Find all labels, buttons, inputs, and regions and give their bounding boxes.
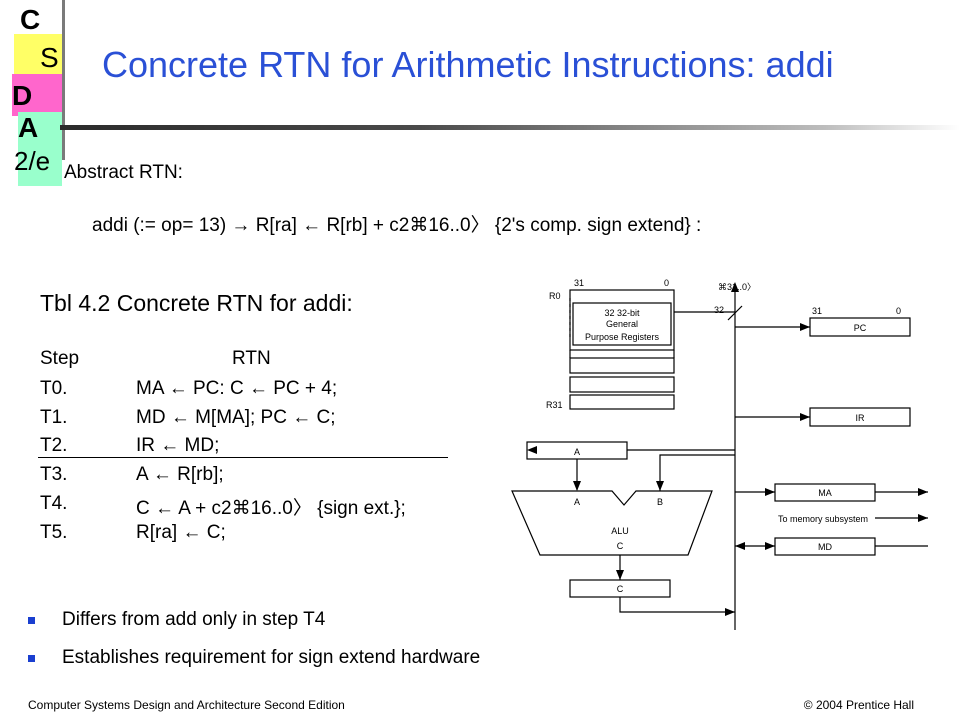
abstract-rtn-label: Abstract RTN:	[64, 162, 183, 183]
label-r31: R31	[546, 400, 563, 410]
footer-right: © 2004 Prentice Hall	[803, 698, 914, 712]
header-vertical-rule	[62, 0, 65, 160]
bullet-marker	[28, 655, 35, 662]
table-header-rtn: RTN	[232, 348, 271, 369]
footer-left: Computer Systems Design and Architecture…	[28, 698, 345, 712]
label-gpr-1: 32 32-bit	[604, 308, 640, 318]
label-bit31-pc: 31	[812, 306, 822, 316]
label-c-register: C	[617, 584, 624, 594]
table-row-step: T1.	[40, 407, 68, 428]
alu-shape	[511, 490, 713, 556]
label-r0: R0	[549, 291, 561, 301]
logo-letter-d: D	[12, 80, 33, 111]
register-slot	[569, 357, 675, 374]
table-row-rtn: C ← A + c2⌘16..0〉 {sign ext.};	[136, 498, 406, 519]
logo-square-green	[18, 112, 62, 186]
label-alu-b: B	[657, 497, 663, 507]
bullet-text: Establishes requirement for sign extend …	[62, 647, 481, 668]
logo-square-yellow	[14, 34, 64, 76]
register-file	[569, 289, 675, 351]
label-bit0-pc: 0	[896, 306, 901, 316]
label-gpr-2: General	[606, 319, 638, 329]
table-row-step: T4.	[40, 493, 68, 514]
abstract-rtn-expression: addi (:= op= 13) → R[ra] ← R[rb] + c2⌘16…	[92, 215, 702, 236]
table-row-rtn: MA ← PC: C ← PC + 4;	[136, 378, 338, 399]
logo-letter-c: C	[20, 4, 41, 35]
label-bus-width: 32	[714, 305, 724, 315]
header-horizontal-rule	[60, 125, 960, 130]
table-row-rtn: MD ← M[MA]; PC ← C;	[136, 407, 336, 428]
logo-letter-s: S	[40, 42, 59, 73]
table-row-step: T5.	[40, 522, 68, 543]
label-a-register: A	[574, 447, 580, 457]
table-heading: Tbl 4.2 Concrete RTN for addi:	[40, 290, 353, 316]
label-bit0-regfile: 0	[664, 278, 669, 288]
logo-square-pink	[12, 74, 64, 116]
table-row-step: T3.	[40, 464, 68, 485]
table-row-rtn: IR ← MD;	[136, 435, 220, 456]
label-alu-c: C	[617, 541, 624, 551]
logo-letter-a: A	[18, 112, 39, 143]
label-bus: ⌘31..0〉	[718, 282, 756, 292]
table-row-step: T0.	[40, 378, 68, 399]
label-memory: To memory subsystem	[778, 514, 868, 524]
label-md: MD	[818, 542, 832, 552]
label-ir: IR	[856, 413, 866, 423]
register-slot	[569, 394, 675, 410]
logo-edition: 2/e	[14, 146, 51, 176]
gpr-label-box	[572, 302, 672, 346]
table-divider	[38, 457, 448, 458]
label-alu: ALU	[611, 526, 629, 536]
bullet-marker	[28, 617, 35, 624]
table-header-step: Step	[40, 348, 80, 369]
table-row-rtn: R[ra] ← C;	[136, 522, 226, 543]
label-gpr-3: Purpose Registers	[585, 332, 660, 342]
bullet-text: Differs from add only in step T4	[62, 609, 326, 630]
table-row-rtn: A ← R[rb];	[136, 464, 224, 485]
label-ma: MA	[818, 488, 832, 498]
label-alu-a: A	[574, 497, 580, 507]
datapath-diagram: 31 0 R0 R31 32 32-bit General Purpose Re…	[511, 278, 928, 630]
label-bit31-regfile: 31	[574, 278, 584, 288]
register-slot	[569, 376, 675, 393]
label-pc: PC	[854, 323, 867, 333]
slide-title: Concrete RTN for Arithmetic Instructions…	[102, 44, 834, 85]
table-row-step: T2.	[40, 435, 68, 456]
